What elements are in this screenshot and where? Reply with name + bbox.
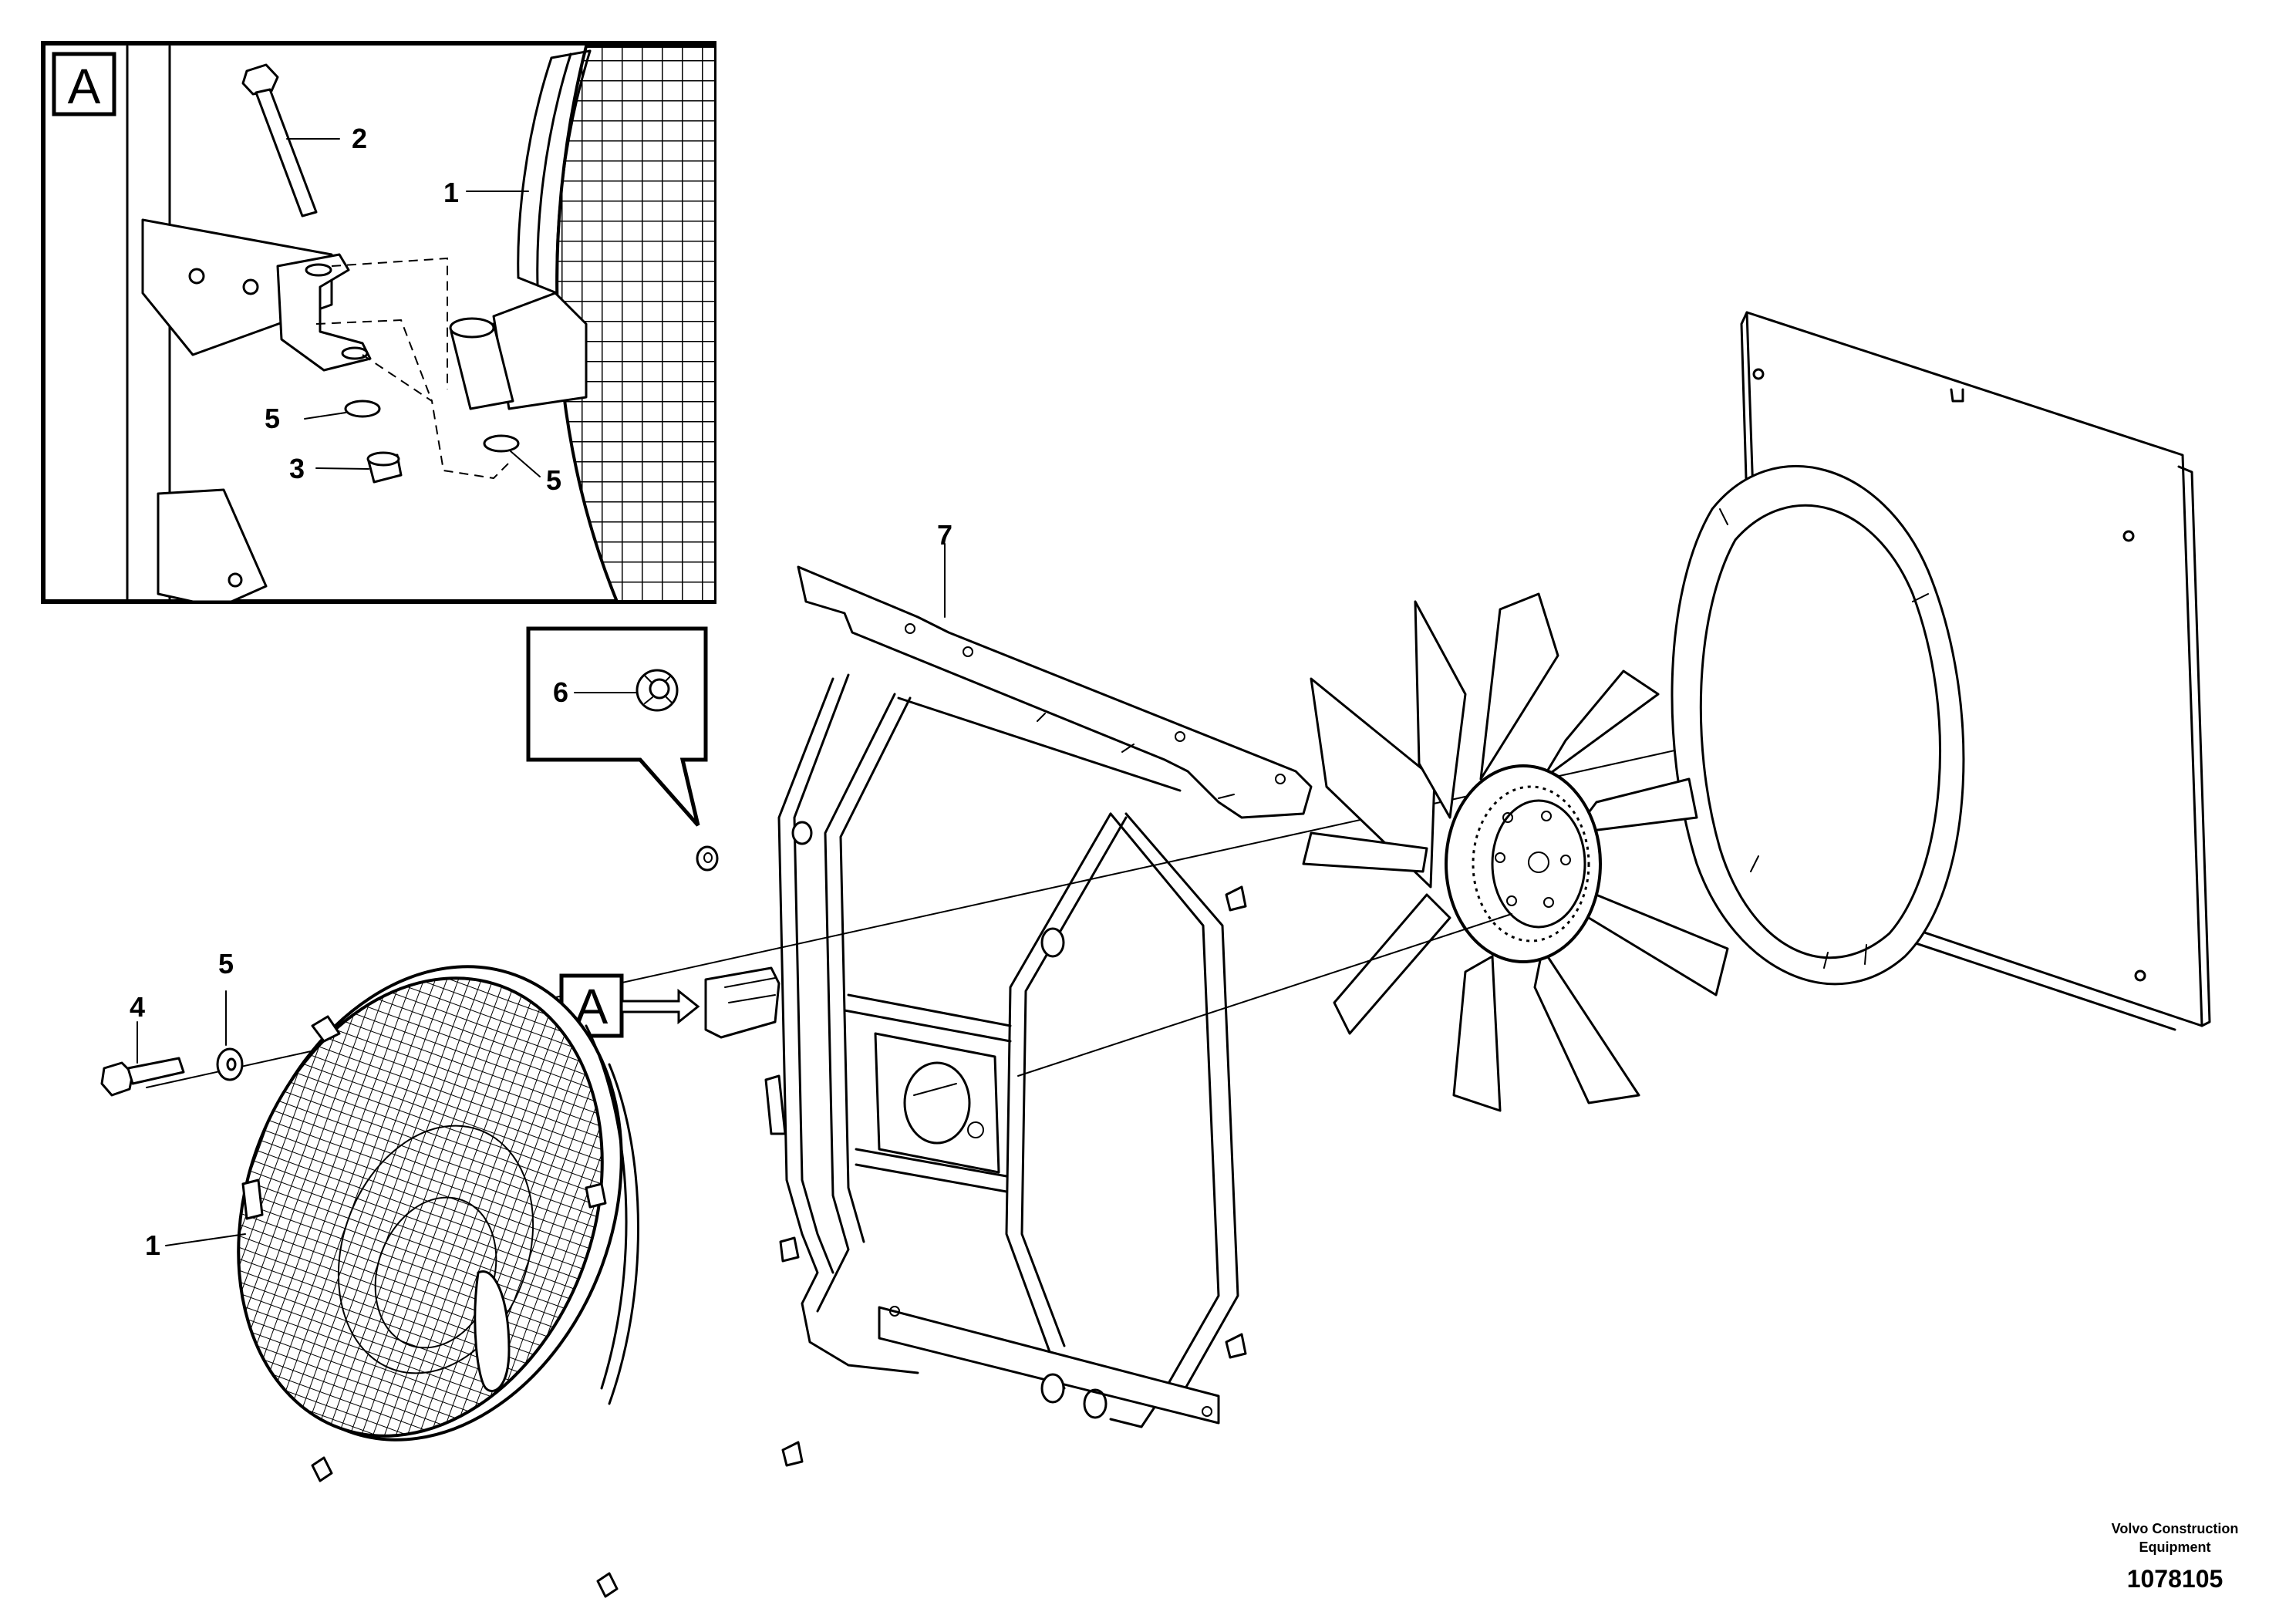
detail-callout-2: 2 <box>352 123 367 154</box>
detail-spacer <box>449 317 514 410</box>
grille: 1 <box>145 965 639 1598</box>
detail-callout-1: 1 <box>443 177 459 208</box>
detail-callout-5-right: 5 <box>546 464 561 496</box>
clip-6-inset: 6 <box>526 626 708 827</box>
detail-grille <box>492 45 714 602</box>
fan-shroud <box>1671 311 2211 1031</box>
callout-1: 1 <box>145 1229 160 1261</box>
detail-view-a: A 2 1 5 3 5 <box>41 41 716 604</box>
detail-bolt-2 <box>241 63 318 218</box>
document-number: 1078105 <box>2127 1565 2224 1593</box>
washer-5: 5 <box>216 948 244 1081</box>
manufacturer-name: Volvo Construction <box>2112 1521 2239 1536</box>
clip-icon <box>636 669 679 712</box>
detail-nut <box>366 451 403 484</box>
callout-6: 6 <box>553 676 568 708</box>
cooling-fan <box>1302 592 1729 1112</box>
callout-5: 5 <box>218 948 234 980</box>
manufacturer-name-line2: Equipment <box>2139 1539 2211 1555</box>
detail-view-label-box <box>52 52 116 116</box>
title-block: Volvo Construction Equipment 1078105 <box>2112 1521 2239 1593</box>
detail-washer-left <box>344 400 381 418</box>
callout-4: 4 <box>130 991 145 1023</box>
callout-7: 7 <box>937 519 952 551</box>
detail-lower-bracket <box>157 488 268 602</box>
clip-6-part <box>696 845 719 872</box>
detail-washer-right <box>483 434 520 453</box>
shroud-frame-7: 7 <box>764 519 1512 1467</box>
bolt-4: 4 <box>100 991 185 1097</box>
detail-bracket <box>141 218 372 372</box>
detail-callout-5-left: 5 <box>265 403 280 434</box>
detail-view-label: A <box>68 59 101 114</box>
detail-callout-3: 3 <box>289 453 305 484</box>
view-a-reference: A <box>559 966 781 1039</box>
detail-dashed-guide-1 <box>331 257 448 389</box>
